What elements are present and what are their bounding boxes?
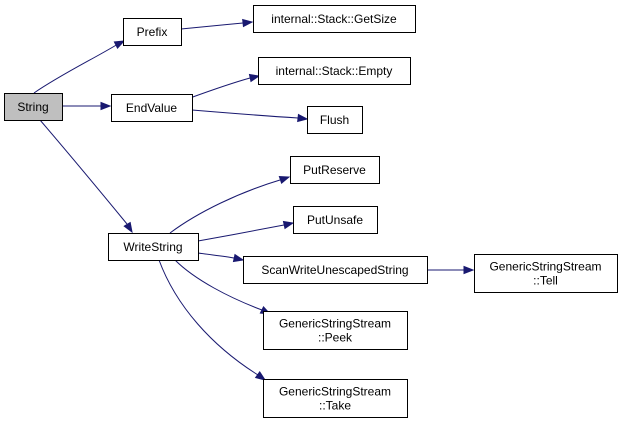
edge-writestring-putunsafe	[197, 220, 295, 242]
node-box	[243, 256, 428, 284]
arrowhead	[278, 175, 291, 185]
node-box	[263, 379, 408, 418]
arrowhead	[232, 253, 245, 263]
node-box	[474, 254, 618, 293]
edges-layer	[33, 18, 475, 381]
node-label: ::Peek	[318, 331, 353, 345]
arrowhead	[242, 18, 254, 28]
arrowhead	[254, 371, 267, 381]
node-take[interactable]: GenericStringStream::Take	[263, 379, 408, 418]
node-box	[123, 18, 182, 46]
edge-line	[197, 252, 235, 259]
edge-string-writestring	[39, 119, 133, 234]
node-empty[interactable]: internal::Stack::Empty	[258, 57, 411, 85]
node-getsize[interactable]: internal::Stack::GetSize	[253, 5, 416, 33]
node-endvalue[interactable]: EndValue	[111, 94, 193, 122]
arrowhead	[463, 265, 475, 275]
node-tell[interactable]: GenericStringStream::Tell	[474, 254, 618, 293]
edge-string-prefix	[33, 40, 126, 94]
node-flush[interactable]: Flush	[307, 106, 363, 134]
node-box	[290, 156, 380, 184]
edge-writestring-scanwrite	[197, 252, 245, 263]
node-box	[253, 5, 416, 33]
arrowhead	[123, 221, 133, 234]
edge-line	[169, 179, 281, 234]
arrowhead	[248, 73, 261, 83]
edge-writestring-take	[158, 259, 267, 381]
node-label: PutReserve	[303, 163, 366, 177]
node-prefix[interactable]: Prefix	[123, 18, 182, 46]
node-label: Prefix	[137, 25, 168, 39]
edge-string-endvalue	[62, 101, 112, 111]
node-box	[258, 57, 411, 85]
node-label: String	[17, 100, 48, 114]
arrowhead	[282, 220, 295, 230]
edge-endvalue-empty	[189, 73, 261, 99]
node-putunsafe[interactable]: PutUnsafe	[293, 206, 378, 234]
edge-prefix-getsize	[180, 18, 254, 30]
node-box	[108, 233, 199, 261]
edge-line	[39, 119, 128, 225]
node-label: ScanWriteUnescapedString	[261, 263, 408, 277]
node-label: internal::Stack::Empty	[276, 64, 393, 78]
edge-line	[191, 109, 299, 119]
node-label: Flush	[320, 113, 349, 127]
edge-endvalue-flush	[191, 109, 309, 123]
node-writestring[interactable]: WriteString	[108, 233, 199, 261]
arrowhead	[113, 40, 126, 50]
node-label: GenericStringStream	[279, 317, 391, 331]
node-box	[4, 93, 63, 121]
edge-line	[158, 259, 259, 376]
node-label: GenericStringStream	[489, 260, 601, 274]
arrowhead	[297, 113, 309, 123]
edge-scanwrite-tell	[427, 265, 475, 275]
node-label: GenericStringStream	[279, 385, 391, 399]
edge-line	[197, 224, 285, 242]
node-label: ::Take	[319, 399, 351, 413]
node-putreserve[interactable]: PutReserve	[290, 156, 380, 184]
node-box	[293, 206, 378, 234]
node-box	[263, 311, 408, 350]
edge-line	[180, 22, 244, 30]
node-string[interactable]: String	[4, 93, 63, 121]
arrowhead	[100, 101, 112, 111]
node-label: WriteString	[123, 240, 182, 254]
edge-line	[174, 259, 263, 311]
node-box	[307, 106, 363, 134]
node-label: internal::Stack::GetSize	[271, 12, 397, 26]
node-scanwrite[interactable]: ScanWriteUnescapedString	[243, 256, 428, 284]
node-label: PutUnsafe	[307, 213, 363, 227]
edge-writestring-putreserve	[169, 175, 291, 234]
node-label: EndValue	[126, 101, 177, 115]
node-label: ::Tell	[533, 274, 558, 288]
node-peek[interactable]: GenericStringStream::Peek	[263, 311, 408, 350]
edge-line	[33, 43, 119, 94]
node-box	[111, 94, 193, 122]
edge-line	[189, 77, 251, 99]
